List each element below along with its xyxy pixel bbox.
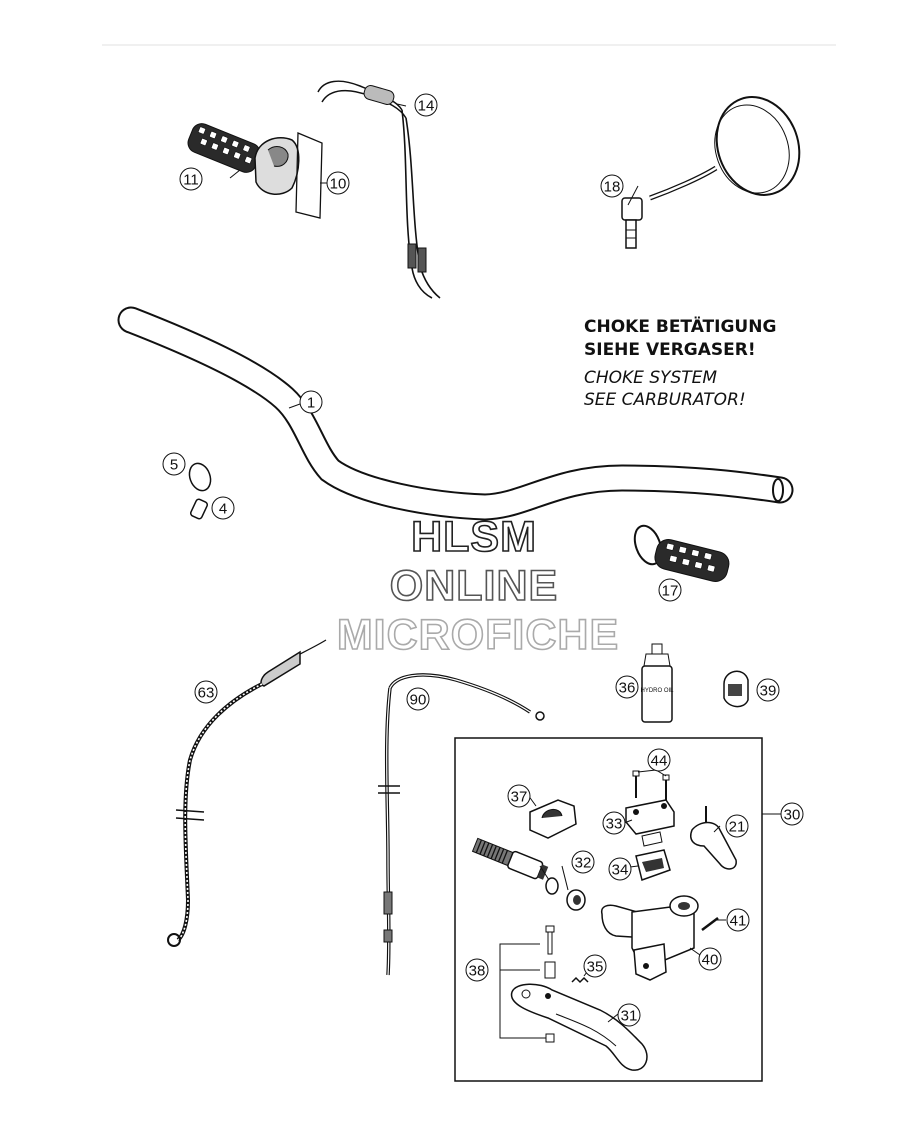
- callout-5: 5: [162, 452, 186, 476]
- svg-text:14: 14: [418, 98, 435, 115]
- watermark-line2: ONLINE: [390, 562, 558, 610]
- watermark-line3: MICROFICHE: [337, 611, 619, 659]
- throttle-cables: [317, 80, 441, 299]
- svg-text:90: 90: [410, 692, 427, 709]
- note-de-line2: SIEHE VERGASER!: [584, 340, 756, 360]
- svg-text:11: 11: [183, 172, 199, 189]
- svg-text:4: 4: [219, 501, 227, 518]
- note-de-line1: CHOKE BETÄTIGUNG: [584, 315, 776, 337]
- piston-kit: [471, 837, 586, 911]
- end-plug: [189, 498, 209, 520]
- leader-lines: [229, 103, 726, 1023]
- svg-text:21: 21: [729, 819, 746, 836]
- watermark: HLSM ONLINE MICROFICHE: [336, 512, 619, 660]
- callout-36: 36: [615, 675, 639, 699]
- svg-text:36: 36: [619, 680, 636, 697]
- screws: [632, 770, 670, 802]
- watermark-line1: HLSM: [411, 513, 537, 561]
- spring: [571, 976, 589, 984]
- callout-4: 4: [211, 496, 235, 520]
- cable-63: [167, 639, 327, 947]
- oil-bottle-label: HYDRO OIL: [640, 688, 674, 694]
- svg-text:30: 30: [784, 807, 801, 824]
- left-grip: [633, 524, 730, 582]
- svg-text:32: 32: [575, 855, 592, 872]
- svg-text:41: 41: [730, 913, 747, 930]
- svg-text:10: 10: [330, 176, 347, 193]
- mirror: [621, 96, 801, 249]
- callout-39: 39: [756, 678, 780, 702]
- callout-1: 1: [299, 390, 323, 414]
- callout-10: 10: [326, 171, 350, 195]
- svg-text:38: 38: [469, 963, 486, 980]
- svg-text:17: 17: [662, 583, 679, 600]
- hose-clip: [723, 670, 749, 708]
- wire-clip: [188, 462, 212, 492]
- master-cylinder-assembly: [454, 737, 782, 1082]
- callout-14: 14: [414, 93, 438, 117]
- handlebar: [117, 306, 794, 521]
- cable-90: [378, 673, 545, 976]
- reservoir-cover: [625, 799, 675, 847]
- pivot-bolt-set: [499, 925, 556, 1043]
- callout-18: 18: [600, 174, 624, 198]
- callout-32: 32: [571, 850, 595, 874]
- svg-text:44: 44: [651, 753, 668, 770]
- callout-90: 90: [406, 687, 430, 711]
- callout-30: 30: [780, 802, 804, 826]
- svg-text:18: 18: [604, 179, 621, 196]
- master-cylinder-body: [600, 895, 719, 981]
- throttle-grip: [187, 123, 300, 195]
- hydraulic-oil-bottle: HYDRO OIL: [640, 643, 674, 723]
- callout-38: 38: [465, 958, 489, 982]
- callout-34: 34: [608, 857, 632, 881]
- callout-44: 44: [647, 748, 671, 772]
- adjuster-lever: [690, 806, 737, 870]
- callouts: 11 10 14 18 1 5 4 17 63 90 36 39 44 37 3…: [162, 93, 804, 1027]
- note-en-line1: CHOKE SYSTEM: [584, 368, 717, 388]
- throttle-housing: [295, 132, 332, 219]
- callout-35: 35: [583, 954, 607, 978]
- svg-text:33: 33: [606, 816, 623, 833]
- callout-37: 37: [507, 784, 531, 808]
- svg-text:1: 1: [307, 395, 315, 412]
- callout-33: 33: [602, 811, 626, 835]
- callout-11: 11: [179, 167, 203, 191]
- svg-text:37: 37: [511, 789, 528, 806]
- diaphragm: [635, 849, 671, 881]
- callout-17: 17: [658, 578, 682, 602]
- clamp-part: [529, 799, 577, 839]
- callout-63: 63: [194, 680, 218, 704]
- callout-31: 31: [617, 1003, 641, 1027]
- svg-text:31: 31: [621, 1008, 638, 1025]
- svg-text:5: 5: [170, 457, 178, 474]
- svg-text:40: 40: [702, 952, 719, 969]
- callout-40: 40: [698, 947, 722, 971]
- svg-text:39: 39: [760, 683, 777, 700]
- svg-text:63: 63: [198, 685, 215, 702]
- callout-21: 21: [725, 814, 749, 838]
- note-en-line2: SEE CARBURATOR!: [584, 390, 746, 410]
- svg-text:34: 34: [612, 862, 629, 879]
- brake-lever: [510, 983, 648, 1071]
- choke-note: CHOKE BETÄTIGUNG SIEHE VERGASER! CHOKE S…: [584, 315, 776, 410]
- callout-41: 41: [726, 908, 750, 932]
- svg-text:35: 35: [587, 959, 604, 976]
